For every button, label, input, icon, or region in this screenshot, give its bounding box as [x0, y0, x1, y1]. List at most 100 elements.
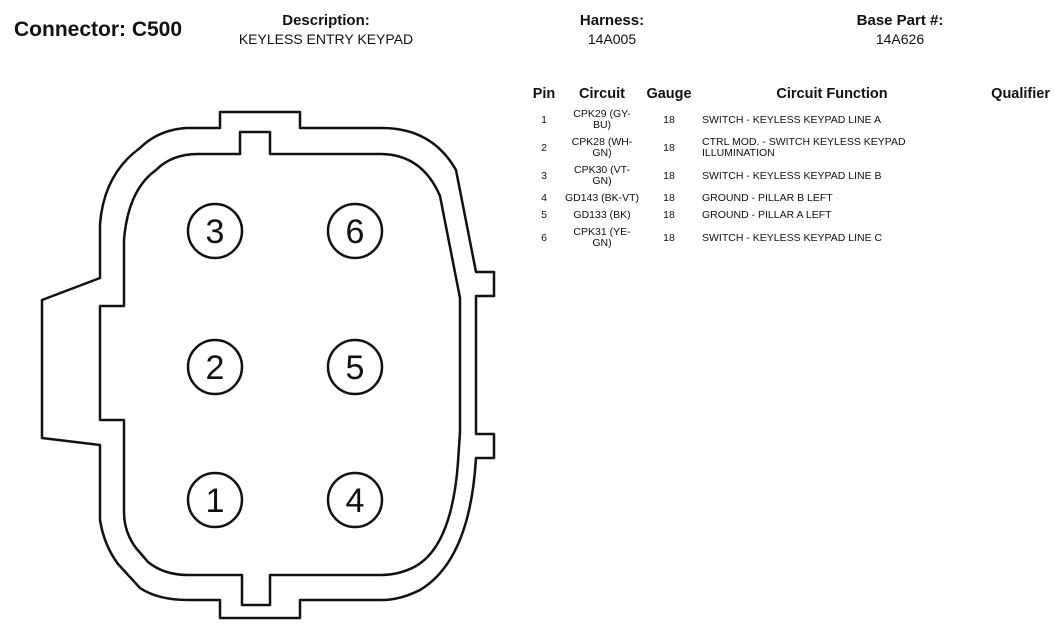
pin-cell: 2	[528, 134, 560, 162]
function-cell: GROUND - PILLAR B LEFT	[694, 190, 970, 207]
gauge-cell: 18	[644, 106, 694, 134]
base-part-block: Base Part #: 14A626	[820, 11, 980, 49]
circuit-cell-text: GN)	[592, 237, 612, 249]
pin-cell-text: 6	[541, 231, 547, 244]
pin-cell: 3	[528, 162, 560, 190]
pin-cell: 6	[528, 224, 560, 252]
pin-cavity: 1	[186, 471, 244, 529]
pin-circle	[326, 338, 384, 396]
circuit-cell-text: CPK30 (VT-	[573, 164, 631, 176]
table-row: 5 GD133 (BK) 18 GROUND - PILLAR A LEFT	[528, 207, 1050, 224]
pinout-table: Pin Circuit Gauge Circuit Function Quali…	[528, 86, 1050, 252]
pin-number: 2	[206, 349, 225, 387]
gauge-cell: 18	[644, 224, 694, 252]
pin-number: 4	[346, 482, 365, 520]
gauge-cell: 18	[644, 162, 694, 190]
pin-cell-text: 1	[541, 113, 547, 126]
pin-cell: 5	[528, 207, 560, 224]
pin-cavity: 5	[326, 338, 384, 396]
pin-circle	[326, 202, 384, 260]
connector-face-diagram: 3 6 2 5 1 4	[40, 110, 496, 620]
table-row: 6 CPK31 (YE-GN) 18 SWITCH - KEYLESS KEYPAD …	[528, 224, 1050, 252]
pin-cell-text: 4	[541, 192, 547, 204]
function-cell: SWITCH - KEYLESS KEYPAD LINE C	[694, 224, 970, 252]
base-part-value: 14A626	[875, 31, 925, 47]
gauge-cell-text: 18	[663, 231, 675, 244]
description-value: KEYLESS ENTRY KEYPAD	[238, 31, 414, 47]
harness-value: 14A005	[587, 31, 637, 47]
qualifier-cell	[970, 106, 1050, 134]
col-header-gauge: Gauge	[646, 86, 692, 102]
base-part-label: Base Part #:	[856, 12, 944, 29]
connector-title: Connector: C500	[14, 18, 183, 41]
col-header-qualifier: Qualifier	[991, 86, 1050, 102]
gauge-cell: 18	[644, 207, 694, 224]
qualifier-cell	[970, 190, 1050, 207]
pin-cell-text: 5	[541, 209, 547, 221]
gauge-cell-text: 18	[663, 141, 675, 154]
connector-housing-outline	[40, 110, 496, 620]
circuit-cell-text: CPK31 (YE-	[573, 226, 631, 238]
circuit-cell-text: GN)	[592, 175, 612, 187]
qualifier-cell	[970, 134, 1050, 162]
circuit-cell-text: GN)	[592, 147, 612, 159]
circuit-cell-text: CPK28 (WH-	[571, 136, 633, 148]
function-cell: SWITCH - KEYLESS KEYPAD LINE A	[694, 106, 970, 134]
gauge-cell-text: 18	[663, 192, 675, 204]
function-cell-text: ILLUMINATION	[702, 147, 775, 159]
table-row: 2 CPK28 (WH-GN) 18 CTRL MOD. - SWITCH KEYLE…	[528, 134, 1050, 162]
pin-cavity: 3	[186, 202, 244, 260]
pin-cell-text: 3	[541, 169, 547, 182]
gauge-cell-text: 18	[663, 209, 675, 221]
circuit-cell-text: CPK29 (GY-	[573, 108, 631, 120]
circuit-cell: CPK31 (YE-GN)	[560, 224, 644, 252]
pin-number: 3	[206, 213, 225, 251]
pin-cell: 4	[528, 190, 560, 207]
qualifier-cell	[970, 224, 1050, 252]
circuit-cell-text: GD143 (BK-VT)	[564, 192, 640, 204]
pin-cell-text: 2	[541, 141, 547, 154]
function-cell-text: SWITCH - KEYLESS KEYPAD LINE C	[702, 231, 883, 244]
function-cell-text: SWITCH - KEYLESS KEYPAD LINE B	[702, 169, 882, 182]
pin-cavity: 4	[326, 471, 384, 529]
circuit-cell: CPK29 (GY-BU)	[560, 106, 644, 134]
connector-housing-inner	[98, 130, 462, 607]
pin-number: 5	[346, 349, 365, 387]
circuit-cell: CPK28 (WH-GN)	[560, 134, 644, 162]
circuit-cell-text: BU)	[592, 119, 612, 131]
gauge-cell-text: 18	[663, 113, 675, 126]
pinout-header-row: Pin Circuit Gauge Circuit Function Quali…	[528, 86, 1050, 106]
pin-number: 1	[206, 482, 225, 520]
col-header-circuit: Circuit	[579, 86, 625, 102]
circuit-cell: GD133 (BK)	[560, 207, 644, 224]
function-cell-text: GROUND - PILLAR B LEFT	[702, 192, 833, 204]
function-cell-text: GROUND - PILLAR A LEFT	[702, 209, 832, 221]
col-header-pin: Pin	[532, 86, 556, 102]
pin-circle	[326, 471, 384, 529]
pin-cavity: 6	[326, 202, 384, 260]
gauge-cell: 18	[644, 134, 694, 162]
function-cell: SWITCH - KEYLESS KEYPAD LINE B	[694, 162, 970, 190]
harness-label: Harness:	[579, 12, 645, 29]
function-cell-text: CTRL MOD. - SWITCH KEYLESS KEYPAD	[702, 136, 906, 148]
gauge-cell-text: 18	[663, 169, 675, 182]
function-cell-text: SWITCH - KEYLESS KEYPAD LINE A	[702, 113, 881, 126]
pin-circle	[186, 471, 244, 529]
function-cell: GROUND - PILLAR A LEFT	[694, 207, 970, 224]
col-header-circuit-function: Circuit Function	[776, 86, 888, 102]
harness-block: Harness: 14A005	[552, 11, 672, 49]
qualifier-cell	[970, 162, 1050, 190]
pin-circle	[186, 338, 244, 396]
pin-number: 6	[346, 213, 365, 251]
table-row: 3 CPK30 (VT-GN) 18 SWITCH - KEYLESS KEYPAD …	[528, 162, 1050, 190]
pin-circle	[186, 202, 244, 260]
description-label: Description:	[282, 12, 370, 29]
table-row: 4 GD143 (BK-VT) 18 GROUND - PILLAR B LEFT	[528, 190, 1050, 207]
circuit-cell: CPK30 (VT-GN)	[560, 162, 644, 190]
qualifier-cell	[970, 207, 1050, 224]
circuit-cell: GD143 (BK-VT)	[560, 190, 644, 207]
pin-cell: 1	[528, 106, 560, 134]
description-block: Description: KEYLESS ENTRY KEYPAD	[215, 11, 437, 49]
pin-cavity: 2	[186, 338, 244, 396]
